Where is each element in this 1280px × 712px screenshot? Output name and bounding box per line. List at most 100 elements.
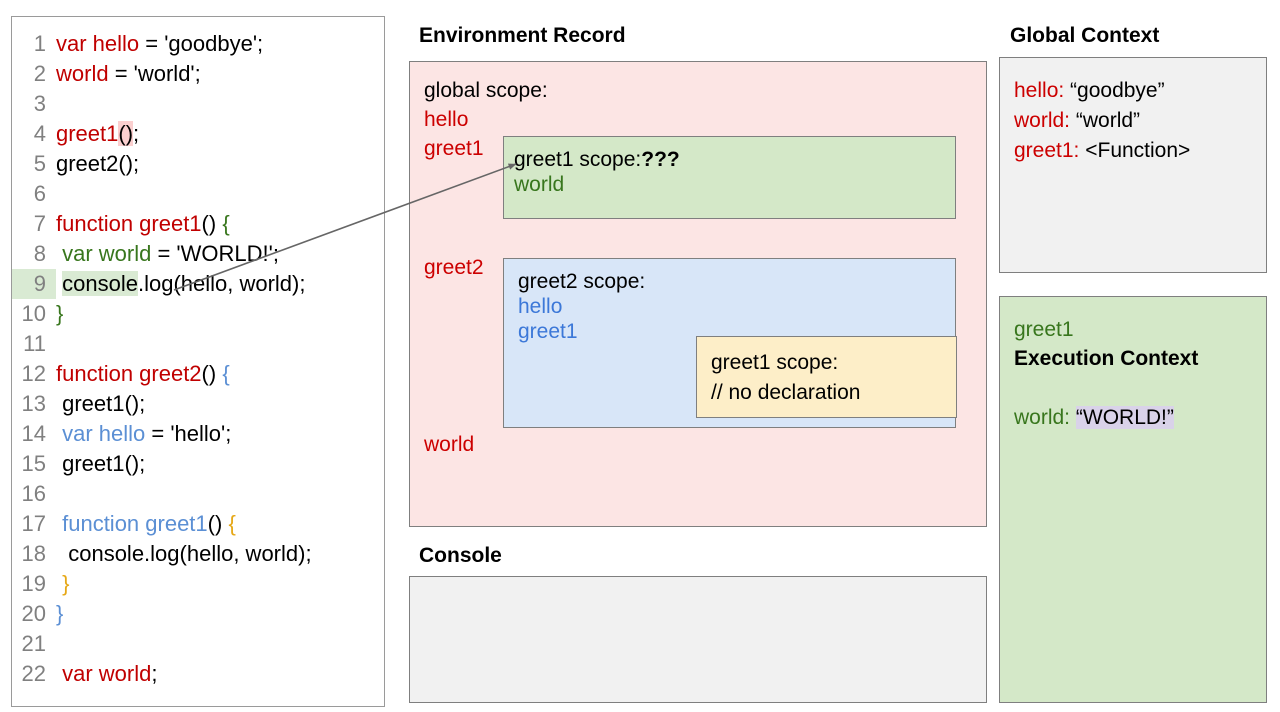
code-line[interactable]: 3: [12, 89, 384, 119]
code-line-text: function greet2() {: [56, 359, 230, 389]
code-line[interactable]: 7 function greet1() {: [12, 209, 384, 239]
code-line-number: 6: [33, 181, 46, 206]
global-context-entry-value: <Function>: [1079, 139, 1191, 162]
global-context-entry-value: “goodbye”: [1064, 79, 1165, 102]
code-token: function greet2: [56, 361, 202, 386]
console-title: Console: [419, 544, 502, 567]
code-token: greet1();: [56, 391, 146, 416]
code-token: (): [201, 361, 223, 386]
code-line[interactable]: 19 }: [12, 569, 384, 599]
global-context-panel: hello: “goodbye”world: “world”greet1: <F…: [999, 57, 1267, 273]
code-token: {: [222, 211, 230, 236]
code-token: }: [56, 601, 64, 626]
code-token: }: [56, 571, 70, 596]
code-line[interactable]: 6: [12, 179, 384, 209]
code-line-text: var hello = 'hello';: [56, 419, 231, 449]
code-line-text: greet1();: [56, 449, 145, 479]
code-token: {: [222, 361, 230, 386]
execution-context-var-value: “WORLD!”: [1075, 406, 1174, 429]
code-line-number: 8: [33, 241, 46, 266]
code-line-number: 10: [21, 301, 46, 326]
code-line-number: 7: [33, 211, 46, 236]
code-line-text: }: [56, 569, 69, 599]
code-token: greet1();: [56, 451, 146, 476]
code-line-text: world = 'world';: [56, 59, 201, 89]
code-token: greet2();: [56, 151, 140, 176]
code-line-number: 11: [23, 331, 46, 356]
code-line-text: function greet1() {: [56, 509, 236, 539]
code-line[interactable]: 11: [12, 329, 384, 359]
code-line[interactable]: 10}: [12, 299, 384, 329]
code-line-text: var world = 'WORLD!';: [56, 239, 279, 269]
code-line[interactable]: 16: [12, 479, 384, 509]
code-line-text: greet2();: [56, 149, 139, 179]
global-var-greet1: greet1: [424, 137, 484, 160]
code-line[interactable]: 18 console.log(hello, world);: [12, 539, 384, 569]
code-token: var world: [56, 241, 152, 266]
code-line[interactable]: 14 var hello = 'hello';: [12, 419, 384, 449]
code-token: ;: [151, 661, 158, 686]
code-line-text: greet1();: [56, 119, 139, 149]
code-token: {: [228, 511, 236, 536]
code-line[interactable]: 2 world = 'world';: [12, 59, 384, 89]
global-context-entry: world: “world”: [1014, 106, 1266, 136]
code-token: = 'world';: [108, 61, 201, 86]
code-token: ;: [133, 121, 140, 146]
code-token: console.log(hello, world);: [56, 541, 312, 566]
code-line-number: 20: [21, 601, 46, 626]
global-var-greet2: greet2: [424, 256, 484, 279]
code-line-number: 14: [21, 421, 46, 446]
code-line-number: 3: [33, 91, 46, 116]
global-var-hello: hello: [424, 108, 469, 131]
code-line-number: 17: [21, 511, 46, 536]
greet2-scope-item-greet1: greet1: [518, 320, 578, 343]
greet1-inner-scope-label: greet1 scope:: [711, 351, 839, 374]
code-line-number: 15: [21, 451, 46, 476]
code-line-number: 1: [33, 31, 46, 56]
greet1-scope-heading: greet1 scope:???: [514, 148, 955, 172]
code-line-text: console.log(hello, world);: [56, 539, 312, 569]
environment-record-panel: global scope: hello greet1 greet2 world …: [409, 61, 987, 527]
greet2-scope-box: greet2 scope: hello greet1 greet1 scope:…: [503, 258, 957, 428]
global-context-entry-key: hello:: [1014, 79, 1065, 102]
code-token: console: [62, 271, 138, 296]
code-line-text: }: [56, 299, 63, 329]
code-line-text: greet1();: [56, 389, 145, 419]
code-token: var world: [56, 661, 152, 686]
execution-context-function-name: greet1: [1014, 318, 1074, 341]
code-line-number: 16: [21, 481, 46, 506]
global-scope-label: global scope:: [424, 79, 548, 102]
environment-record-title: Environment Record: [419, 24, 626, 47]
code-token: = 'goodbye';: [139, 31, 264, 56]
code-line[interactable]: 17 function greet1() {: [12, 509, 384, 539]
code-line-text: console.log(hello, world);: [56, 269, 305, 299]
greet1-scope-value: ???: [641, 148, 680, 171]
code-line[interactable]: 21: [12, 629, 384, 659]
code-line[interactable]: 8 var world = 'WORLD!';: [12, 239, 384, 269]
execution-context-variable: world: “WORLD!”: [1014, 406, 1266, 430]
code-token: = 'hello';: [145, 421, 232, 446]
code-line[interactable]: 4 greet1();: [12, 119, 384, 149]
greet1-inner-scope-box: greet1 scope: // no declaration: [696, 336, 957, 418]
code-token: (): [207, 511, 229, 536]
execution-context-var-key: world:: [1014, 406, 1071, 429]
code-token: }: [56, 301, 64, 326]
code-line[interactable]: 15 greet1();: [12, 449, 384, 479]
code-line[interactable]: 13 greet1();: [12, 389, 384, 419]
code-line[interactable]: 9 console.log(hello, world);: [12, 269, 384, 299]
code-line[interactable]: 22 var world;: [12, 659, 384, 689]
global-context-entry: hello: “goodbye”: [1014, 76, 1266, 106]
code-token: function greet1: [56, 511, 208, 536]
code-line-number: 2: [33, 61, 46, 86]
code-line-text: function greet1() {: [56, 209, 230, 239]
greet1-scope-item-world: world: [514, 173, 565, 196]
code-line-number: 4: [33, 121, 46, 146]
greet1-scope-box: greet1 scope:??? world: [503, 136, 956, 219]
console-panel[interactable]: [409, 576, 987, 703]
code-line[interactable]: 20}: [12, 599, 384, 629]
